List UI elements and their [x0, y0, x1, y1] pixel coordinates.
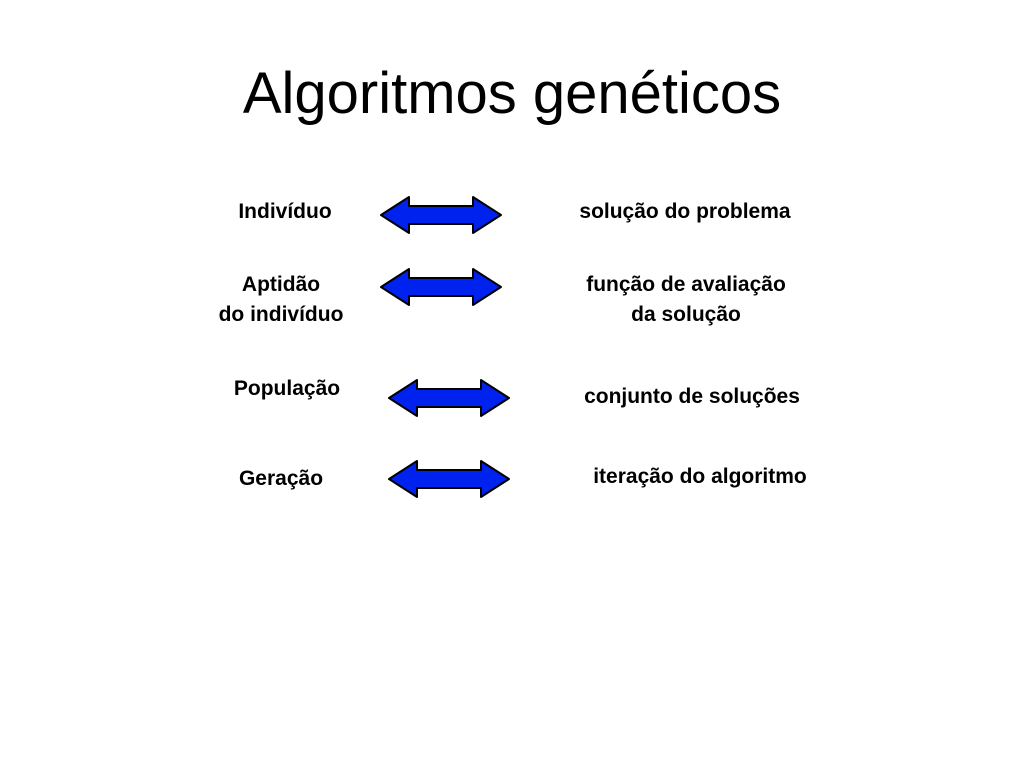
term-aptidao-line-1: Aptidão — [241, 273, 321, 296]
double-arrow-icon — [388, 460, 510, 498]
term-aptidao: Aptidão do indivíduo — [186, 270, 376, 330]
meaning-solucao-do-problema: solução do problema — [579, 200, 791, 223]
slide-title: Algoritmos genéticos — [242, 61, 782, 126]
term-populacao: População — [233, 377, 341, 400]
meaning-funcao-line-1: função de avaliação — [586, 273, 786, 296]
meaning-funcao-de-avaliacao: função de avaliação da solução — [536, 270, 836, 330]
term-geracao: Geração — [238, 467, 324, 490]
double-arrow-icon — [388, 379, 510, 417]
double-arrow-icon — [380, 268, 502, 306]
term-aptidao-line-2: do indivíduo — [218, 303, 344, 326]
meaning-conjunto-de-solucoes: conjunto de soluções — [584, 385, 800, 408]
double-arrow-icon — [380, 196, 502, 234]
term-individuo: Indivíduo — [238, 200, 332, 223]
meaning-iteracao-do-algoritmo: iteração do algoritmo — [593, 465, 807, 488]
meaning-funcao-line-2: da solução — [631, 303, 741, 326]
